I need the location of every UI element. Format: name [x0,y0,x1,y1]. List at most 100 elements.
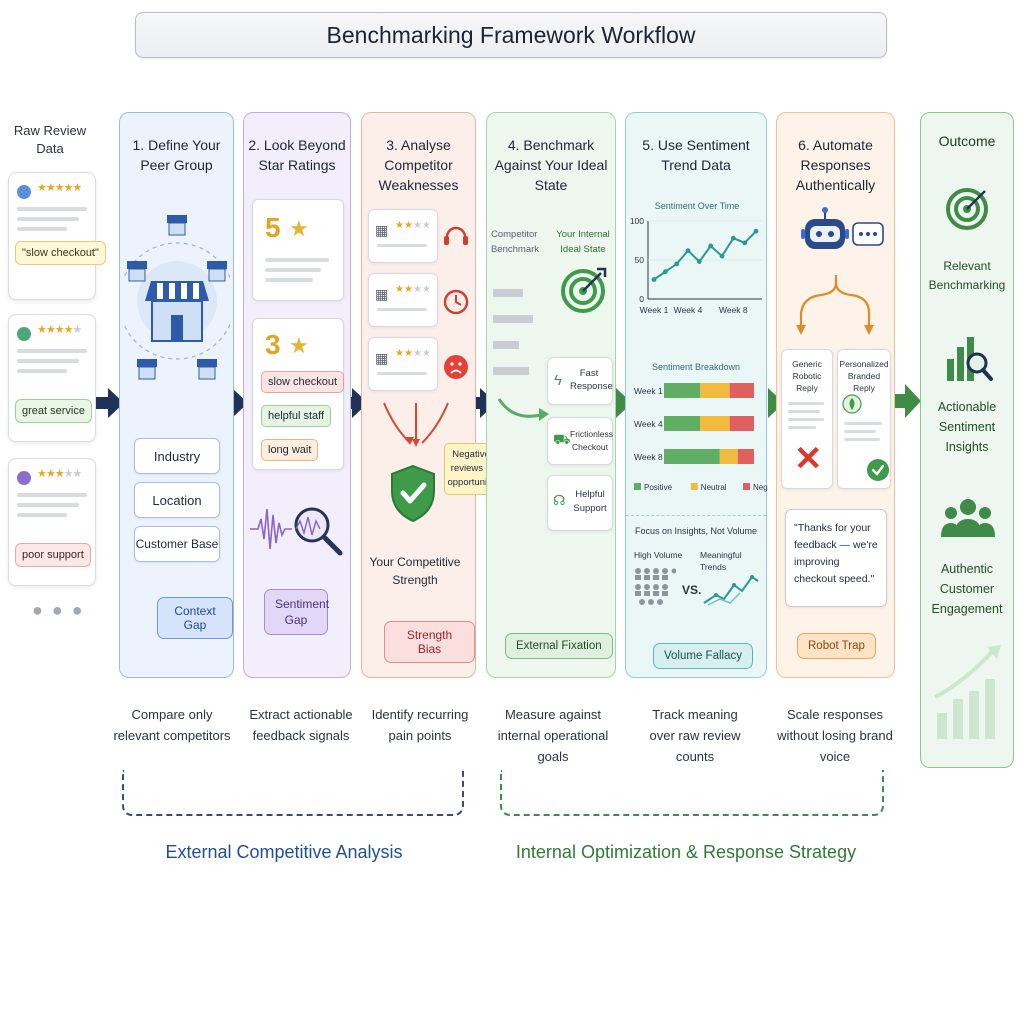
page-title: Benchmarking Framework Workflow [135,12,887,58]
trend-point [662,269,668,275]
goal-card: ☊ Helpful Support [547,475,613,531]
trend-point [674,261,680,267]
curve-arrow-icon [497,398,549,421]
bar-segment-neutral [700,416,730,431]
generic-reply-label: Generic Robotic Reply [792,359,822,393]
cart-icon: ⛟ [553,431,571,447]
rating-card: 3 ★ slow checkout helpful staff long wai… [252,318,345,470]
store-network-icon [124,215,230,380]
star-icon: ★ [289,216,309,241]
review-bubble: "slow checkout" [15,241,106,265]
pitfall-tag: External Fixation [505,633,613,659]
review-card: ★★★★★ great service [8,314,96,442]
sound-wave-magnifier-icon [250,507,343,556]
avatar-icon [17,471,31,485]
insight-title: Focus on Insights, Not Volume [634,526,758,536]
y-tick-label: 50 [635,255,645,265]
competitor-benchmark-label: Competitor Benchmark [491,229,540,255]
trend-point [708,243,714,249]
goal-label: Helpful Support [573,489,607,514]
trend-point [719,253,725,259]
bar-segment-positive [664,383,700,398]
three-star-rating-icon: ★★★★★ [37,468,82,480]
review-bubble: poor support [15,543,91,567]
pitfall-tag: Strength Bias [384,621,475,663]
generic-reply-card: Generic Robotic Reply ✕ [781,349,833,489]
feedback-chip: helpful staff [261,405,332,427]
rating-icon: ★★★★ [395,348,431,359]
store-icon: ▦ [375,222,389,238]
benchmark-bar [493,315,533,323]
store-icon: ▦ [375,350,389,366]
flow-arrow-icon [905,384,921,418]
legend-swatch [690,483,698,490]
legend-label: Negative [753,483,768,492]
benchmark-bar [493,341,519,349]
step-title: 4. Benchmark Against Your Ideal State [494,137,608,193]
trend-point [696,259,702,264]
step-caption: Identify recurring pain points [371,707,469,743]
outcome-item: Actionable Sentiment Insights [937,400,997,454]
meaningful-trend-icon [703,575,759,606]
step-title: 3. Analyse Competitor Weaknesses [378,137,459,193]
target-icon [561,267,607,313]
personalized-reply-card: Personalized Branded Reply [837,349,891,489]
target-icon [946,188,988,230]
legend-label: Positive [644,483,673,492]
strength-label: Your Competitive Strength [369,555,461,587]
rating-value: 3 [265,329,281,360]
five-star-rating-icon: ★★★★★ [37,182,82,194]
competitor-card: ▦ ★★★★ [368,209,438,263]
meaningful-trends-label: Meaningful Trends [700,550,742,572]
bar-magnifier-icon [947,337,993,381]
raw-review-title: Raw Review Data [13,123,87,156]
brand-leaf-icon [842,394,862,414]
step-star-ratings-panel: 2. Look Beyond Star Ratings 5 ★ 3 ★ slow… [243,112,351,678]
trend-line [653,230,757,281]
store-icon: ▦ [375,286,389,302]
branching-arrow-icon [796,275,874,335]
pitfall-tag: Volume Fallacy [653,643,753,669]
crowd-icon [635,568,676,605]
rating-icon: ★★★★ [395,284,431,295]
bar-segment-negative [729,416,754,431]
outcome-panel: Outcome Relevant Benchmarking Actionable… [920,112,1014,768]
step-title: 2. Look Beyond Star Ratings [248,137,346,173]
x-tick-label: Week 1 [640,305,669,315]
x-tick-label: Week 4 [674,305,703,315]
competitor-card: ▦ ★★★★ [368,273,438,327]
trend-point [685,248,691,254]
rating-card: 5 ★ [252,199,344,301]
review-card: ★★★★★ "slow checkout" [8,172,106,300]
y-tick-label: 100 [630,216,644,226]
reject-x-icon: ✕ [794,440,823,478]
trend-point [753,228,759,234]
internal-group-label: Internal Optimization & Response Strateg… [515,842,857,862]
step-title: 5. Use Sentiment Trend Data [642,137,750,173]
goal-card: ⛟ Frictionless Checkout [547,417,613,465]
peer-attr-customer-base: Customer Base [134,526,220,562]
four-star-rating-icon: ★★★★★ [37,324,82,336]
trend-point [742,240,748,246]
step-caption: Track meaning over raw review counts [649,707,741,764]
bar-category-label: Week 1 [634,386,663,396]
legend-swatch [743,483,750,490]
internal-group-bracket [500,770,884,816]
versus-label: VS. [682,583,702,597]
growth-bars-icon [934,645,1001,739]
converging-arrows-icon [383,402,449,447]
feedback-chip: long wait [261,439,319,461]
goal-label: Frictionless Checkout [570,429,613,452]
step-sentiment-trend-panel: 5. Use Sentiment Trend Data Sentiment Ov… [625,112,768,678]
y-tick-label: 0 [639,294,644,304]
outcome-item: Authentic Customer Engagement [931,562,1003,616]
step-caption: Extract actionable feedback signals [249,707,353,743]
benchmark-bar [493,367,529,375]
robot-chat-icon [801,207,884,249]
legend-label: Neutral [701,483,727,492]
step-peer-group-panel: 1. Define Your Peer Group Industry Locat… [119,112,234,678]
ideal-state-label: Your Internal Ideal State [556,229,610,255]
bar-segment-neutral [700,383,730,398]
step-competitor-weaknesses-panel: 3. Analyse Competitor Weaknesses ▦ ★★★★ … [361,112,498,678]
